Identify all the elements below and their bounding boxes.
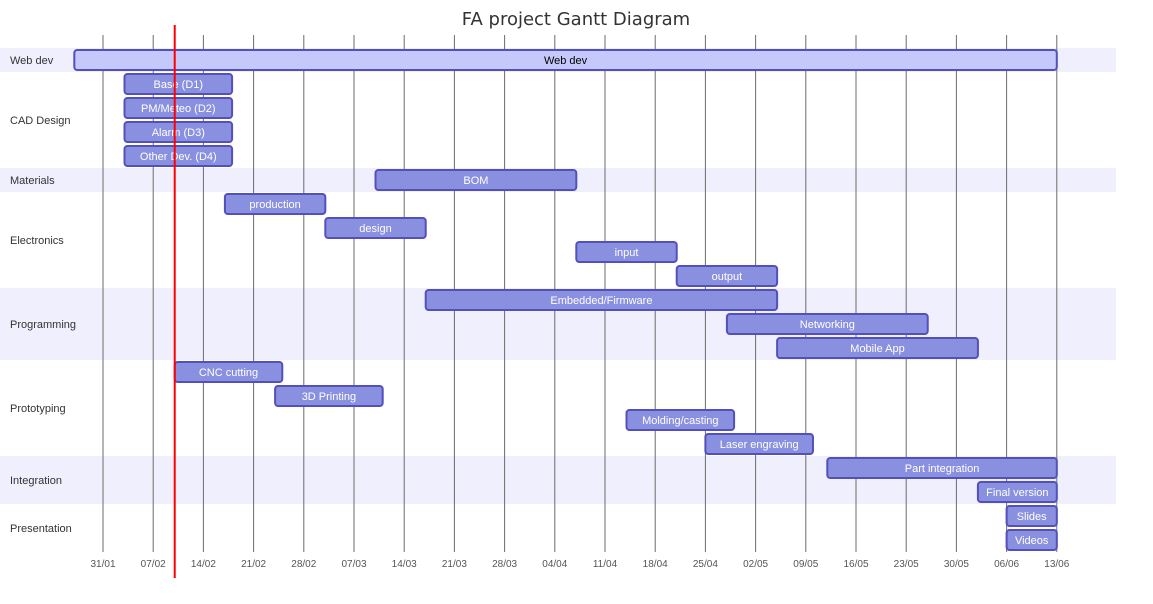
task-label: CNC cutting <box>199 367 258 379</box>
tick-label: 28/03 <box>492 559 517 570</box>
task-bar <box>725 313 929 335</box>
task-label: Videos <box>1015 535 1049 547</box>
tick-label: 13/06 <box>1044 559 1069 570</box>
tick-label: 21/03 <box>442 559 467 570</box>
tick-label: 28/02 <box>291 559 316 570</box>
tick-label: 31/01 <box>90 559 115 570</box>
task-bar <box>826 457 1058 479</box>
task-label: Slides <box>1017 511 1047 523</box>
task-bar <box>1005 529 1058 551</box>
section-label: CAD Design <box>10 115 71 127</box>
task-label: 3D Printing <box>302 391 356 403</box>
date-axis: 31/01 07/02 14/02 21/02 28/02 07/03 14/03 21/03… <box>90 559 1069 570</box>
section-label: Prototyping <box>10 403 66 415</box>
task-label: BOM <box>463 175 488 187</box>
task-bar <box>625 409 736 431</box>
task-label: Base (D1) <box>154 79 204 91</box>
task-label: input <box>615 247 639 259</box>
tick-label: 09/05 <box>793 559 818 570</box>
task-bar <box>123 97 234 119</box>
task-bar <box>123 73 234 95</box>
tick-label: 02/05 <box>743 559 768 570</box>
section-label: Presentation <box>10 523 72 535</box>
tick-label: 14/03 <box>392 559 417 570</box>
section-label: Integration <box>10 475 62 487</box>
tick-label: 30/05 <box>944 559 969 570</box>
tick-label: 11/04 <box>593 559 618 570</box>
task-label: output <box>712 271 743 283</box>
task-label: Part integration <box>905 463 980 475</box>
section-label: Electronics <box>10 235 64 247</box>
task-label: PM/Meteo (D2) <box>141 103 216 115</box>
task-label: design <box>359 223 391 235</box>
task-bar <box>976 481 1058 503</box>
task-bar <box>223 193 327 215</box>
task-bar <box>675 265 779 287</box>
task-label: Web dev <box>544 55 588 67</box>
task-label: Molding/casting <box>642 415 718 427</box>
task-bar <box>374 169 578 191</box>
task-bar <box>575 241 678 263</box>
task-bar <box>73 49 1058 71</box>
tick-label: 18/04 <box>643 559 668 570</box>
task-label: Final version <box>986 487 1048 499</box>
section-label: Materials <box>10 175 55 187</box>
task-bar <box>424 289 779 311</box>
task-bar <box>123 145 234 167</box>
task-bar <box>704 433 814 455</box>
tick-label: 25/04 <box>693 559 718 570</box>
tick-label: 06/06 <box>994 559 1019 570</box>
task-bar <box>123 121 234 143</box>
task-label: Mobile App <box>850 343 904 355</box>
task-label: Laser engraving <box>720 439 799 451</box>
task-bar <box>274 385 384 407</box>
task-label: Other Dev. (D4) <box>140 151 217 163</box>
tick-label: 04/04 <box>542 559 567 570</box>
tick-label: 07/03 <box>341 559 366 570</box>
section-band <box>0 360 1116 456</box>
section-band <box>0 504 1116 552</box>
tick-label: 16/05 <box>843 559 868 570</box>
task-label: Embedded/Firmware <box>550 295 652 307</box>
task-bar <box>1005 505 1058 527</box>
diagram-title: FA project Gantt Diagram <box>462 9 690 30</box>
task-bar <box>776 337 979 359</box>
task-label: Networking <box>800 319 855 331</box>
tick-label: 14/02 <box>191 559 216 570</box>
tick-label: 21/02 <box>241 559 266 570</box>
tick-label: 23/05 <box>894 559 919 570</box>
section-label: Programming <box>10 319 76 331</box>
tick-label: 07/02 <box>141 559 166 570</box>
section-label: Web dev <box>10 55 54 67</box>
task-label: Alarm (D3) <box>152 127 205 139</box>
task-bar <box>324 217 427 239</box>
section-band <box>0 192 1116 288</box>
task-label: production <box>249 199 300 211</box>
